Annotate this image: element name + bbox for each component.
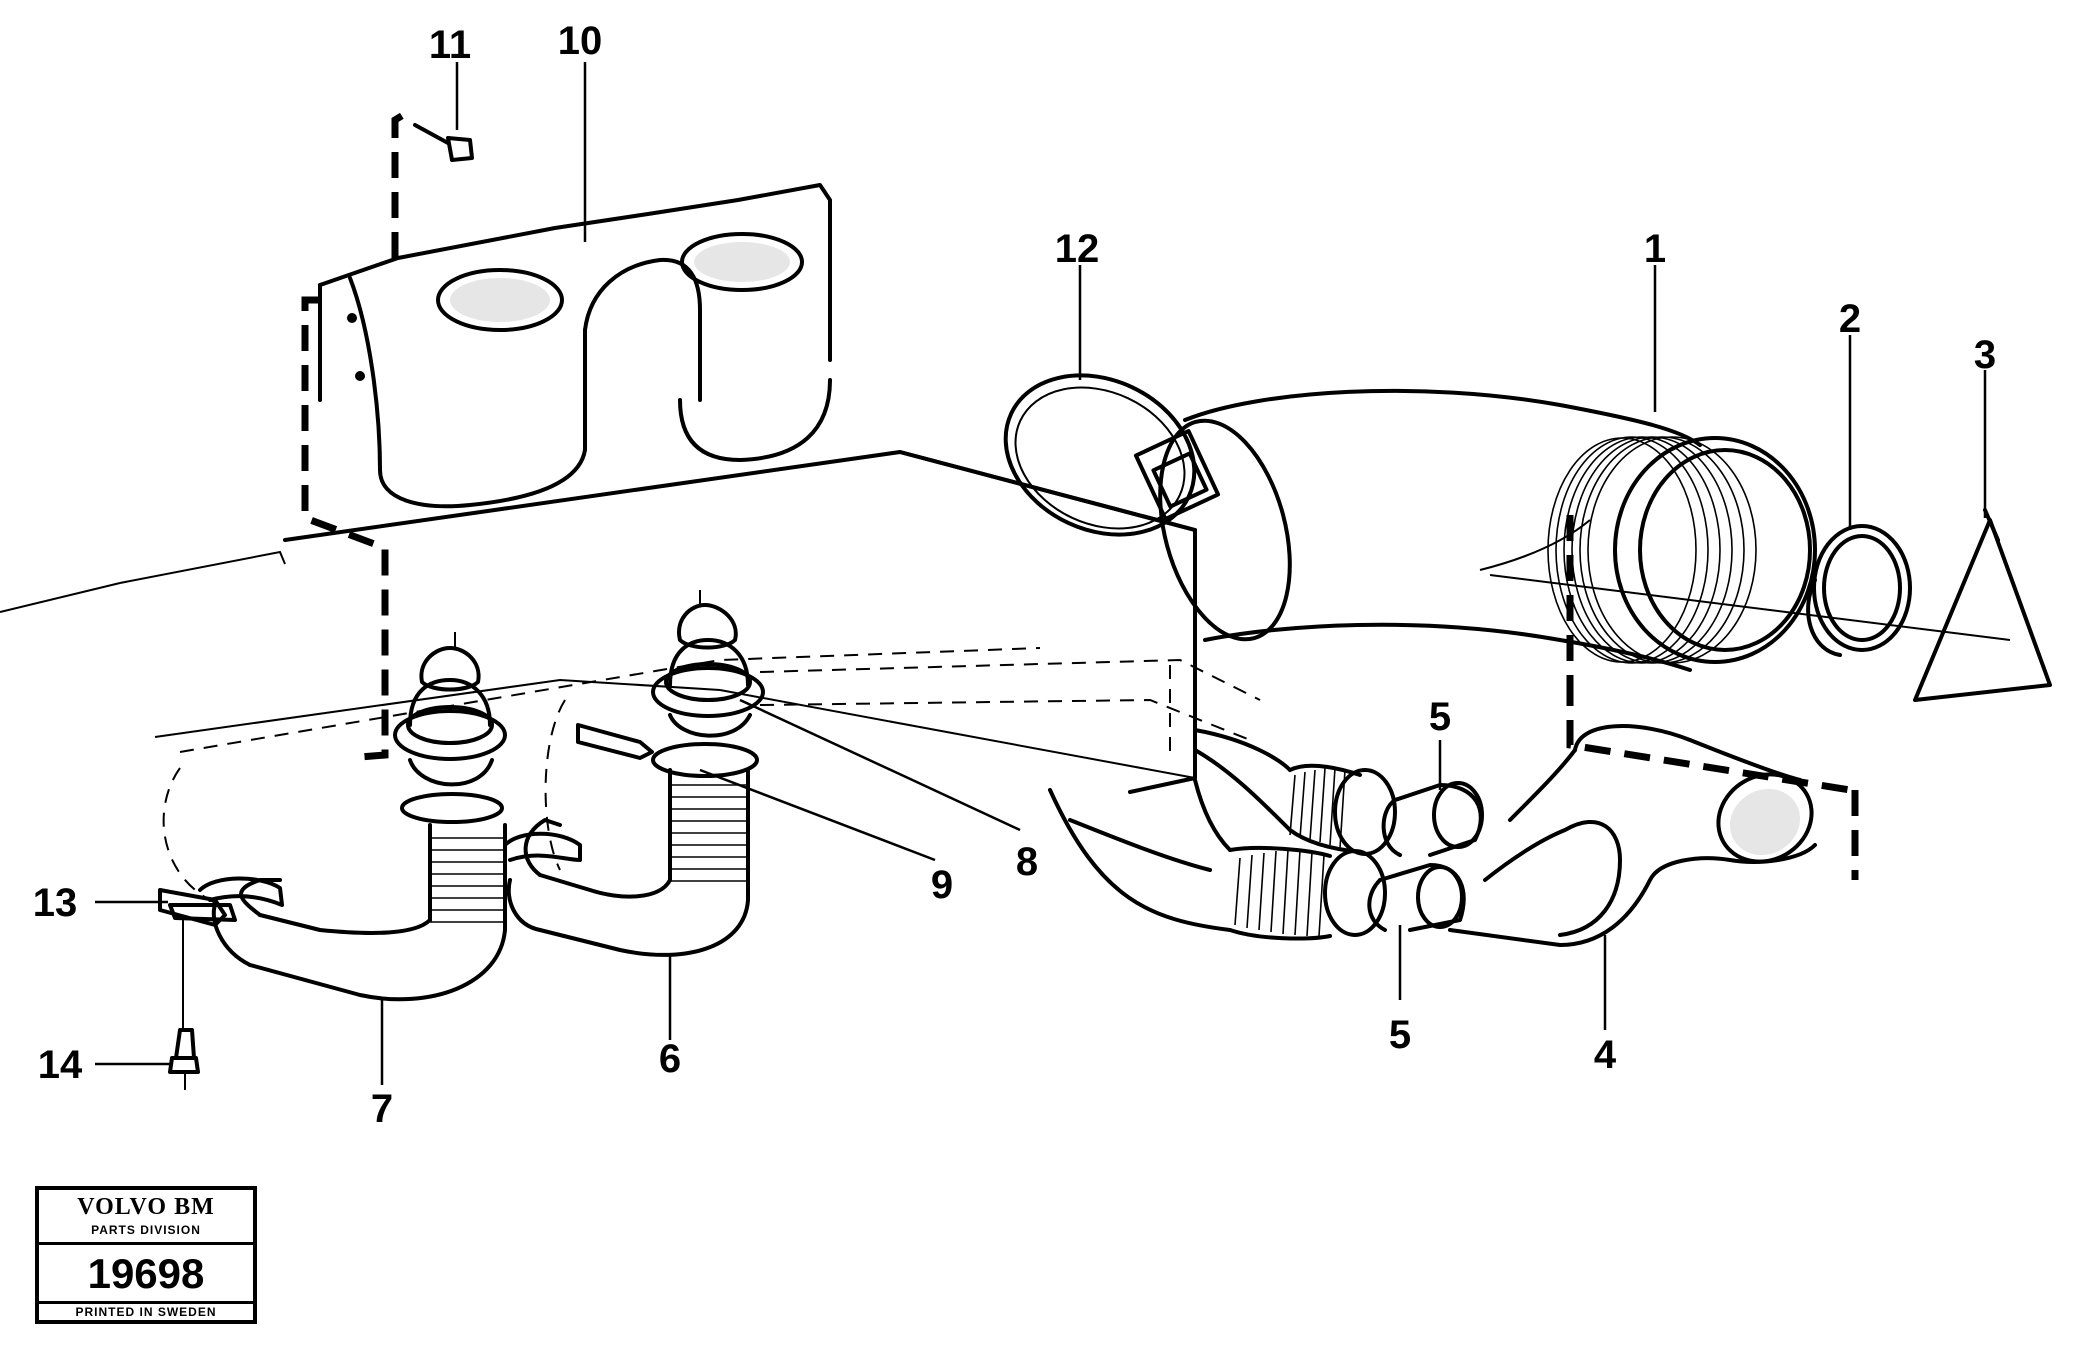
callout-4: 4 xyxy=(1594,1033,1617,1077)
main-duct xyxy=(1158,388,1817,672)
ring-2 xyxy=(1806,524,1912,657)
parts-division-stamp: VOLVO BM PARTS DIVISION 19698 PRINTED IN… xyxy=(35,1186,257,1324)
screw-14 xyxy=(168,918,200,1090)
flex-hose-upper xyxy=(1193,728,1397,856)
callout-8: 8 xyxy=(1016,840,1038,884)
callout-13: 13 xyxy=(33,881,78,925)
callout-14: 14 xyxy=(38,1043,83,1087)
connector-5-upper xyxy=(1381,781,1484,857)
callout-10: 10 xyxy=(558,19,603,63)
connector-5-lower xyxy=(1367,863,1466,932)
callout-5-lower: 5 xyxy=(1389,1013,1411,1057)
duct-corrugation xyxy=(1547,436,1757,664)
stamp-drawing-number: 19698 xyxy=(87,1250,205,1297)
hose-6 xyxy=(503,768,750,957)
leader-lines xyxy=(95,62,1987,1085)
callout-12: 12 xyxy=(1055,227,1100,271)
stamp-printed: PRINTED IN SWEDEN xyxy=(75,1305,217,1319)
outlet-bracket xyxy=(318,183,832,509)
callout-7: 7 xyxy=(371,1087,393,1131)
callout-11: 11 xyxy=(429,23,471,67)
callout-1: 1 xyxy=(1644,227,1666,271)
heater-housing xyxy=(0,450,1261,906)
clip-13 xyxy=(158,888,227,927)
y-duct xyxy=(1448,724,1817,947)
hose-7 xyxy=(168,823,507,1002)
callout-labels: 11 10 12 1 2 3 5 8 9 13 5 4 6 14 7 xyxy=(33,19,1996,1131)
stamp-division: PARTS DIVISION xyxy=(91,1223,201,1237)
bracket-mount-path xyxy=(301,109,410,761)
cable-tie-9 xyxy=(576,723,759,778)
nozzle-8 xyxy=(651,590,765,738)
flex-hose-lower xyxy=(1048,778,1387,941)
screw-11 xyxy=(413,123,474,162)
callout-3: 3 xyxy=(1974,333,1996,377)
callout-6: 6 xyxy=(659,1037,681,1081)
stamp-divider-bottom xyxy=(39,1301,253,1304)
callout-9: 9 xyxy=(931,863,953,907)
stamp-divider-top xyxy=(39,1242,253,1245)
assembly-axis xyxy=(1489,574,2011,641)
callout-5-upper: 5 xyxy=(1429,695,1451,739)
triangle-3 xyxy=(1913,508,2052,702)
nozzle-7 xyxy=(393,632,507,824)
hose-clamp xyxy=(1003,373,1221,537)
wire-1 xyxy=(1479,519,1591,571)
callout-2: 2 xyxy=(1839,297,1861,341)
stamp-brand: VOLVO BM xyxy=(77,1194,215,1220)
